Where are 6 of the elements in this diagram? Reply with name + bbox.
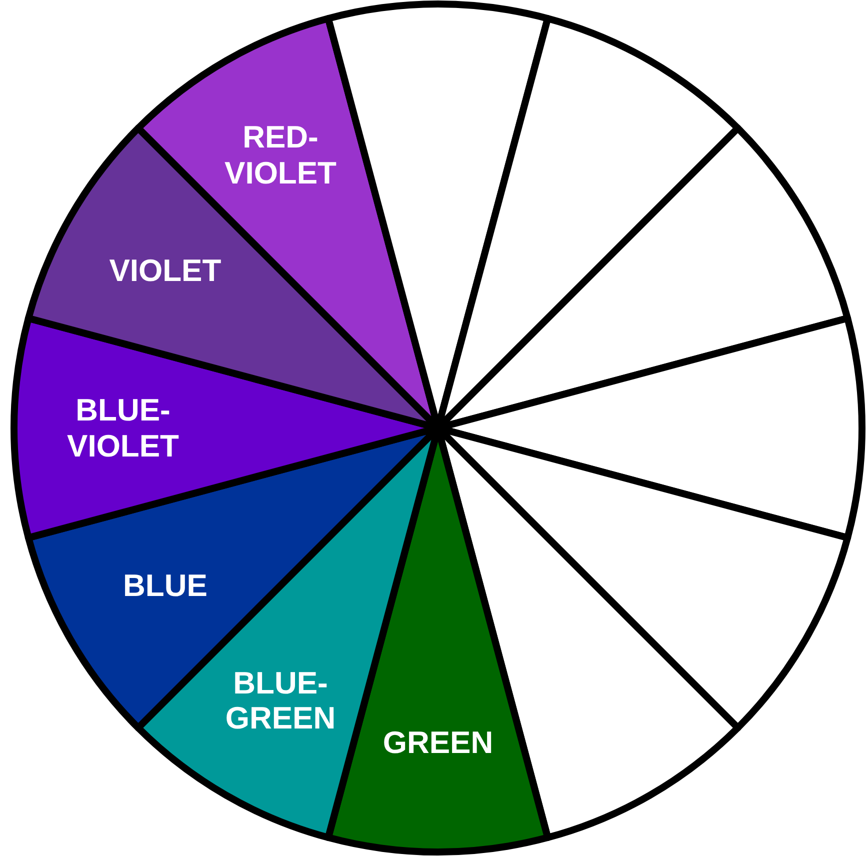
segment-label: RED-VIOLET [224, 120, 336, 191]
segment-label: GREEN [382, 725, 494, 761]
segment-label: VIOLET [109, 252, 222, 288]
segment-label: BLUE [123, 568, 208, 604]
segment-label: BLUE-VIOLET [67, 392, 179, 464]
segment-label: BLUE-GREEN [225, 665, 336, 736]
